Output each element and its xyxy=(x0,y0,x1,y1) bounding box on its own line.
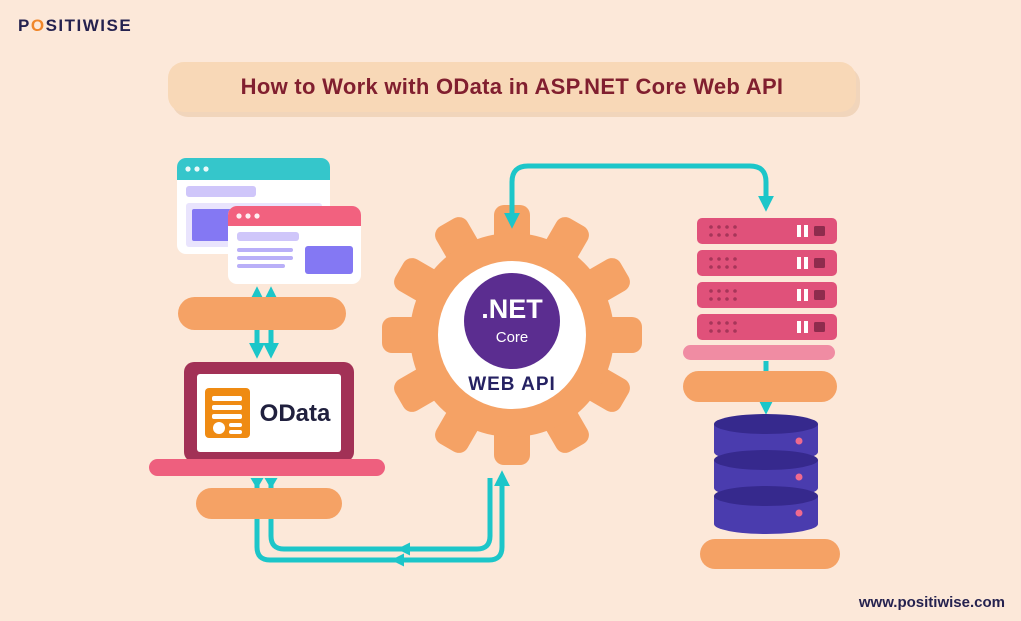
laptop-base xyxy=(149,459,385,476)
server-tray xyxy=(683,345,835,360)
server-rack xyxy=(683,218,837,360)
logo-letter-p: P xyxy=(18,16,31,35)
website-url: www.positiwise.com xyxy=(858,594,1005,611)
server-unit xyxy=(697,282,837,308)
dotnet-core-label: Core xyxy=(496,329,529,346)
odata-laptop: OData xyxy=(149,362,385,476)
logo-letter-o: O xyxy=(30,16,46,35)
window-control-dots xyxy=(185,166,209,172)
browser-front-header-fill xyxy=(228,216,361,226)
browser-window-front xyxy=(228,206,361,284)
arrow-laptop-to-gear-outer xyxy=(254,470,511,563)
address-bar xyxy=(186,186,256,197)
connector-pills xyxy=(178,297,840,569)
page-title: How to Work with OData in ASP.NET Core W… xyxy=(240,74,784,99)
address-bar xyxy=(237,232,299,241)
arrowhead-down-right xyxy=(264,478,278,489)
connector-pill-laptop xyxy=(196,488,342,519)
browser-back-header-fill xyxy=(177,169,330,180)
dotnet-label: .NET xyxy=(481,294,543,324)
dotnet-badge xyxy=(464,273,560,369)
arrow-laptop-to-gear-inner xyxy=(268,478,493,552)
title-banner: How to Work with OData in ASP.NET Core W… xyxy=(168,62,856,112)
database-cylinder xyxy=(714,486,818,534)
content-block xyxy=(305,246,353,274)
connector-pill-servers xyxy=(683,371,837,402)
odata-label: OData xyxy=(260,400,331,427)
server-unit xyxy=(697,314,837,340)
connector-pill-browsers xyxy=(178,297,346,330)
arrowhead-left-lower xyxy=(391,553,404,567)
arrow-gear-to-servers xyxy=(503,163,775,229)
odata-document-icon xyxy=(205,388,250,438)
server-unit xyxy=(697,250,837,276)
connector-pill-database xyxy=(700,539,840,569)
webapi-gear: .NET Core WEB API xyxy=(382,205,642,465)
text-lines xyxy=(237,248,293,268)
logo-letters-rest: SITIWISE xyxy=(45,16,133,35)
extra-arrowheads xyxy=(250,478,410,567)
flow-arrows xyxy=(248,163,775,567)
database-stack xyxy=(714,414,818,534)
web-api-label: WEB API xyxy=(468,374,556,395)
arrowhead-left-upper xyxy=(397,542,410,556)
brand-logo: POSITIWISE xyxy=(18,16,132,36)
server-unit xyxy=(697,218,837,244)
arrowhead-down-left xyxy=(250,478,264,489)
window-control-dots xyxy=(236,213,260,219)
